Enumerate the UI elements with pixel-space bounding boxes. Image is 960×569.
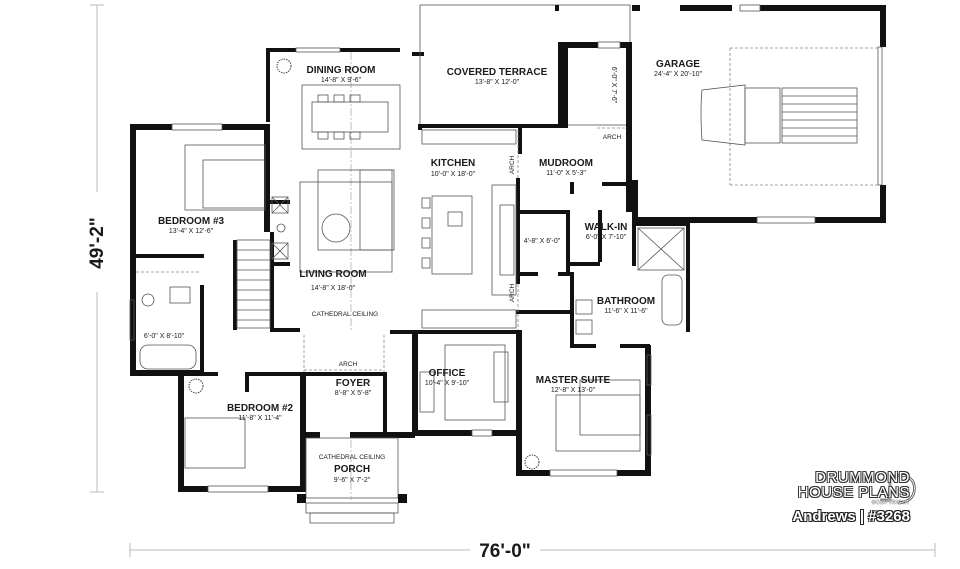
room-bathroom-name: BATHROOM [597, 296, 655, 307]
dining-table [301, 84, 401, 150]
room-dining-dims: 14'-8" X 9'-6" [321, 77, 362, 84]
note-arch-foyer: ARCH [339, 361, 358, 368]
room-foyer-name: FOYER [336, 378, 371, 389]
dimension-lines [90, 4, 936, 557]
note-cathedral-living: CATHEDRAL CEILING [312, 311, 378, 318]
windows [129, 4, 816, 493]
room-bedroom3-name: BEDROOM #3 [158, 216, 225, 227]
porch [297, 437, 407, 524]
brand-line2: HOUSE PLANS [797, 484, 910, 501]
stairs [236, 239, 271, 329]
room-master-dims: 12'-8" X 13'-0" [551, 387, 596, 394]
office-desk [419, 344, 509, 421]
room-terrace-dims: 13'-8" X 12'-0" [475, 79, 520, 86]
walls [130, 4, 886, 492]
room-bathroom-dims: 11'-6" X 11'-6" [604, 308, 648, 315]
brand-line1: DRUMMOND [815, 469, 910, 486]
room-closet-dims: 4'-8" X 6'-0" [524, 238, 561, 245]
room-office-name: OFFICE [429, 368, 466, 379]
room-kitchen-name: KITCHEN [431, 158, 475, 169]
room-walkin-dims: 6'-0" X 7'-10" [586, 234, 627, 241]
room-master-name: MASTER SUITE [536, 375, 611, 386]
center-lines [136, 47, 880, 500]
plan-caption: Andrews | #3268 [792, 508, 910, 525]
note-arch-kitchen-top: ARCH [509, 155, 516, 174]
overall-depth-label: 49'-2" [87, 217, 108, 269]
room-walkin-name: WALK-IN [585, 222, 628, 233]
note-arch-kitchen-bottom: ARCH [509, 283, 516, 302]
truck [700, 84, 858, 146]
note-cathedral-porch: CATHEDRAL CEILING [319, 454, 385, 461]
brand-copyright: ©COPYRIGHT [871, 500, 910, 506]
bath-fixtures [139, 227, 685, 370]
room-mudroom-name: MUDROOM [539, 158, 593, 169]
room-porch-name: PORCH [334, 464, 370, 475]
note-arch-pantry: ARCH [603, 134, 622, 141]
room-foyer-dims: 8'-8" X 5'-8" [335, 390, 372, 397]
room-mudroom-dims: 11'-0" X 5'-3" [546, 170, 586, 177]
room-office-dims: 10'-4" X 9'-10" [425, 380, 470, 387]
room-bedroom2-name: BEDROOM #2 [227, 403, 294, 414]
fireplace [271, 196, 289, 260]
branding: DRUMMOND HOUSE PLANS ©COPYRIGHT Andrews … [792, 470, 910, 525]
room-bath2-dims: 6'-0" X 8'-10" [144, 333, 185, 340]
room-porch-dims: 9'-6" X 7'-2" [334, 477, 371, 484]
room-bedroom3-dims: 13'-4" X 12'-6" [169, 228, 214, 235]
room-kitchen-dims: 10'-0" X 18'-0" [431, 171, 476, 178]
beds [184, 144, 641, 469]
overall-width-label: 76'-0" [479, 541, 531, 562]
room-bedroom2-dims: 11'-8" X 11'-4" [238, 415, 282, 422]
room-terrace-name: COVERED TERRACE [447, 67, 548, 78]
kitchen-island [421, 129, 517, 329]
living-sofa [299, 169, 395, 273]
drummond-logo-icon [880, 474, 916, 505]
room-pantry-dims: 6'-0" X 7'-6" [610, 67, 617, 104]
room-living-name: LIVING ROOM [299, 269, 366, 280]
room-labels: DINING ROOM 14'-8" X 9'-6" COVERED TERRA… [144, 59, 703, 484]
room-garage-name: GARAGE [656, 59, 700, 70]
room-dining-name: DINING ROOM [307, 65, 376, 76]
room-living-dims: 14'-8" X 18'-0" [311, 285, 356, 292]
room-garage-dims: 24'-4" X 20'-10" [654, 71, 703, 78]
plant-icon [188, 58, 540, 470]
